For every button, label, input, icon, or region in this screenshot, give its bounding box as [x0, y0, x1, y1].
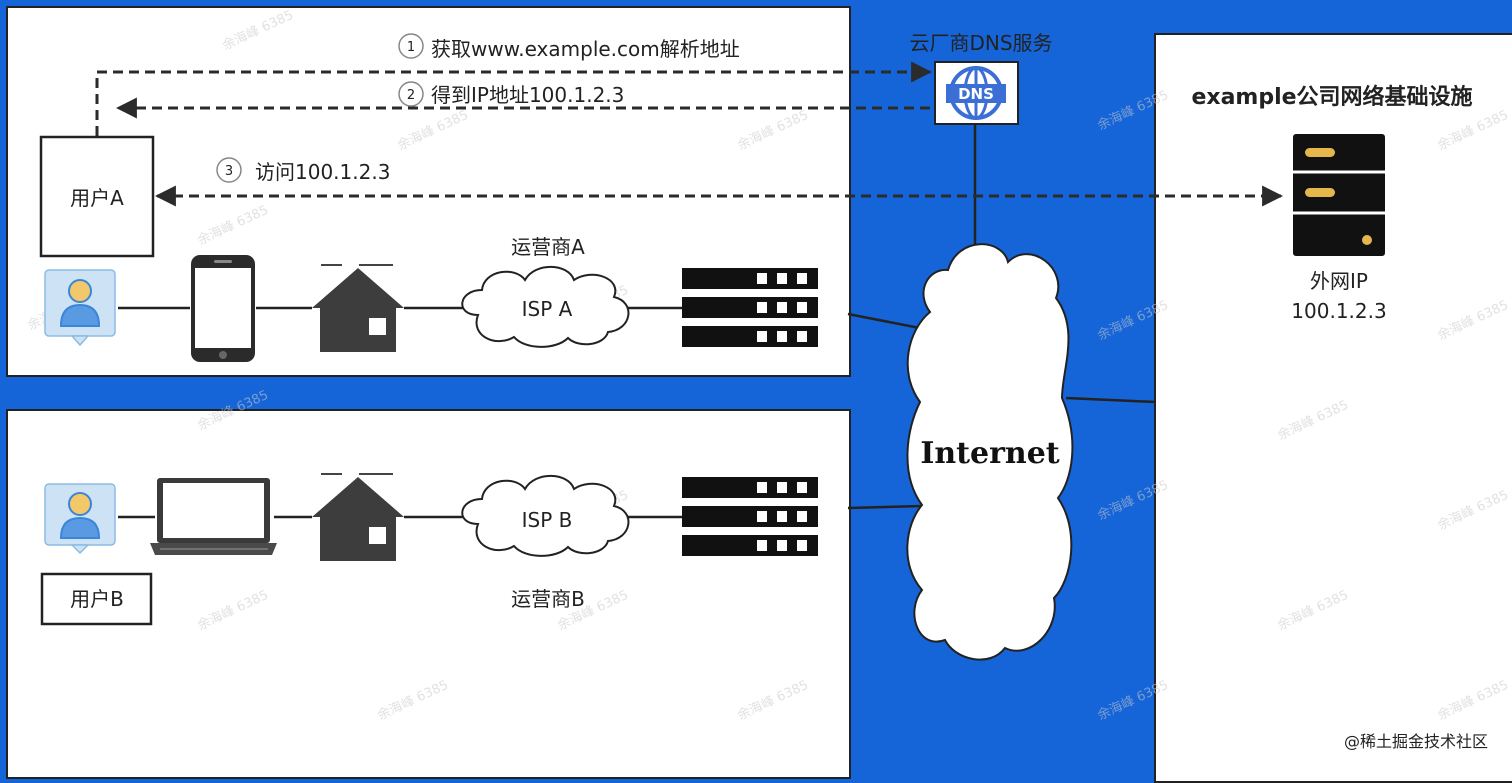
step-3-label: 3 访问100.1.2.3	[216, 157, 390, 184]
watermark: 余海峰 6385	[1095, 87, 1171, 134]
watermark: 余海峰 6385	[1435, 107, 1511, 154]
user-a-box	[39, 135, 155, 258]
user-a-label: 用户A	[70, 186, 124, 210]
laptop-icon	[150, 478, 277, 555]
step-1-dns-query-arrow	[95, 61, 933, 136]
watermark: 余海峰 6385	[735, 107, 811, 154]
step-text: 访问100.1.2.3	[255, 160, 390, 184]
watermark-layer: 余海峰 6385 余海峰 6385 余海峰 6385 余海峰 6385 余海峰 …	[25, 7, 1511, 724]
company-title: example公司网络基础设施	[1191, 84, 1472, 110]
user-b-label: 用户B	[70, 587, 124, 611]
dns-flow-lines	[95, 61, 1284, 207]
watermark: 余海峰 6385	[220, 7, 296, 54]
internet-label: Internet	[920, 436, 1059, 471]
watermark: 余海峰 6385	[1435, 677, 1511, 724]
step-text: 获取www.example.com解析地址	[431, 37, 740, 61]
user-avatar-icon	[44, 483, 116, 555]
home-router-icon	[312, 473, 404, 561]
step-2-label: 2 得到IP地址100.1.2.3	[398, 81, 624, 107]
watermark: 余海峰 6385	[195, 587, 271, 634]
watermark: 余海峰 6385	[1435, 297, 1511, 344]
dns-service-label: 云厂商DNS服务	[909, 31, 1052, 55]
step-number: 3	[225, 164, 233, 179]
web-server-icon	[1293, 134, 1385, 256]
watermark: 余海峰 6385	[1275, 587, 1351, 634]
isp-b-server-rack-icon	[682, 477, 818, 556]
watermark: 余海峰 6385	[375, 677, 451, 724]
dns-server-icon: DNS	[934, 61, 1019, 125]
isp-a-caption: 运营商A	[511, 235, 585, 259]
isp-b-caption: 运营商B	[511, 587, 585, 611]
watermark: 余海峰 6385	[1435, 487, 1511, 534]
isp-a-server-rack-icon	[682, 268, 818, 347]
watermark: 余海峰 6385	[395, 107, 471, 154]
isp-b-cloud-label: ISP B	[522, 508, 573, 532]
watermark: 余海峰 6385	[1275, 397, 1351, 444]
watermark: 余海峰 6385	[195, 202, 271, 249]
watermark: 余海峰 6385	[195, 387, 271, 434]
watermark: 余海峰 6385	[1095, 297, 1171, 344]
isp-a-cloud-icon: ISP A	[461, 265, 630, 348]
user-b-box	[40, 572, 153, 626]
step-text: 得到IP地址100.1.2.3	[431, 83, 624, 107]
watermark: 余海峰 6385	[1095, 677, 1171, 724]
isp-a-cloud-label: ISP A	[522, 297, 573, 321]
dns-icon-text: DNS	[958, 85, 994, 103]
external-ip-value: 100.1.2.3	[1291, 299, 1386, 323]
watermark: 余海峰 6385	[1095, 477, 1171, 524]
step-number: 2	[407, 88, 415, 103]
external-ip-label: 外网IP	[1310, 269, 1368, 293]
user-avatar-icon	[44, 269, 116, 347]
source-credit: @稀土掘金技术社区	[1344, 732, 1488, 751]
step-number: 1	[407, 40, 415, 55]
smartphone-icon	[191, 255, 255, 362]
watermark: 余海峰 6385	[735, 677, 811, 724]
step-1-label: 1 获取www.example.com解析地址	[398, 33, 740, 61]
internet-cloud-icon: Internet	[906, 243, 1074, 661]
isp-b-cloud-icon: ISP B	[461, 474, 630, 557]
home-router-icon	[312, 264, 404, 352]
